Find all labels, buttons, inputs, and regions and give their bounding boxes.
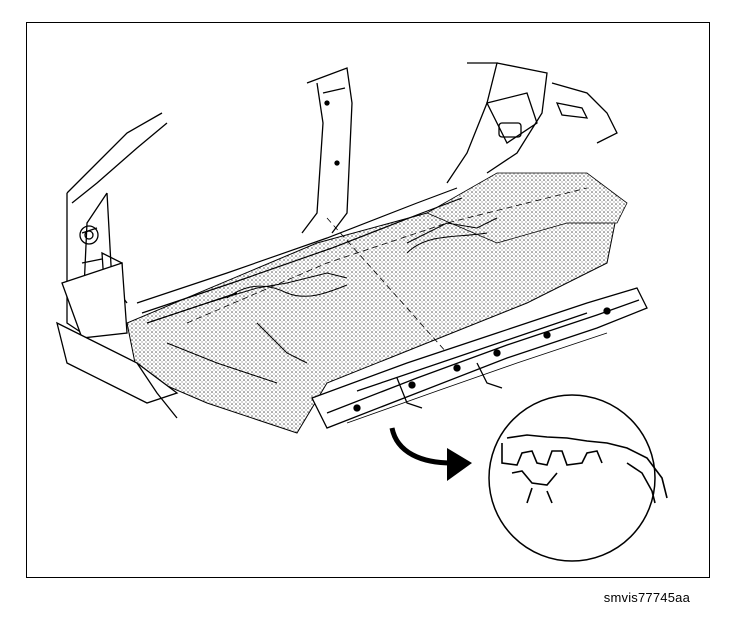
b-pillar: [301, 67, 353, 234]
center-dashed-line-2: [326, 217, 448, 354]
center-dashed-line: [186, 187, 588, 324]
floor-pan-illustration: [56, 62, 668, 562]
detail-magnifier-icon: [488, 394, 668, 562]
sill-trim-panel: [311, 287, 648, 429]
illustration-frame: [26, 22, 710, 578]
floor-crossmembers: [166, 217, 498, 384]
figure-caption: smvis77745aa: [603, 590, 690, 605]
c-pillar: [446, 62, 618, 184]
kick-panel: [56, 262, 179, 419]
curved-arrow-icon: [389, 427, 472, 481]
